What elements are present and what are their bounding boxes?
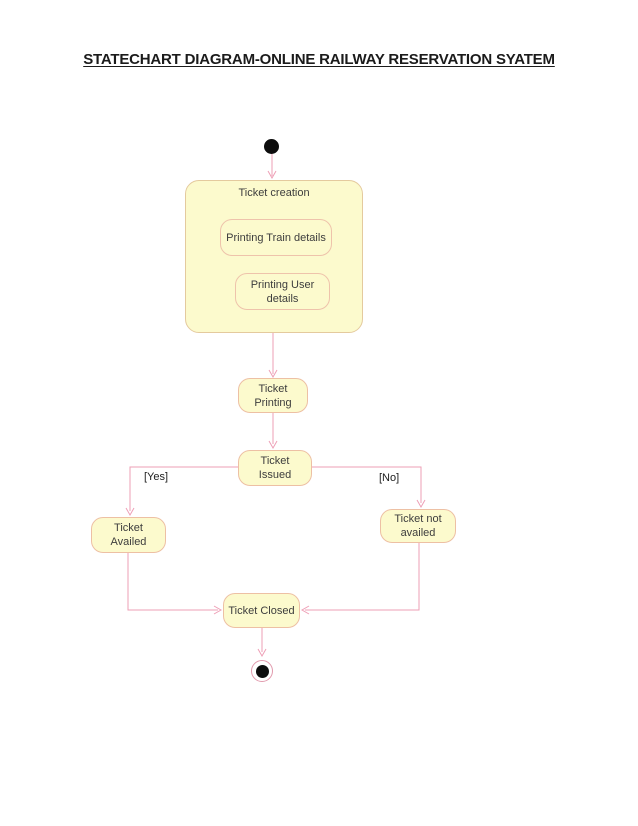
transition-not-availed-to-closed: [300, 543, 420, 615]
state-ticket-printing: Ticket Printing: [238, 378, 308, 413]
state-ticket-issued: Ticket Issued: [238, 450, 312, 486]
page-title: STATECHART DIAGRAM-ONLINE RAILWAY RESERV…: [83, 51, 555, 68]
state-ticket-creation: Ticket creation Printing Train details P…: [185, 180, 363, 333]
transition-issued-to-availed: [125, 466, 238, 517]
state-ticket-closed: Ticket Closed: [223, 593, 300, 628]
state-label: Ticket Issued: [258, 455, 292, 481]
transition-availed-to-closed: [127, 553, 223, 615]
transition-printing-to-issued: [268, 413, 278, 450]
transition-creation-to-printing: [268, 333, 278, 379]
transition-issued-to-not-availed: [312, 466, 426, 509]
state-printing-user-details: Printing User details: [235, 273, 330, 310]
state-label: Printing User details: [250, 278, 315, 305]
state-label: Ticket Printing: [254, 382, 292, 409]
state-printing-train-details: Printing Train details: [220, 219, 332, 256]
guard-label-no: [No]: [379, 472, 400, 484]
state-label: Ticket creation: [238, 187, 310, 199]
state-label: Ticket not availed: [394, 513, 442, 539]
state-ticket-not-availed: Ticket not availed: [380, 509, 456, 543]
transition-closed-to-final: [257, 628, 267, 658]
state-label: Ticket Closed: [228, 604, 295, 617]
state-ticket-availed: Ticket Availed: [91, 517, 166, 553]
state-label: Printing Train details: [226, 231, 326, 244]
final-state-inner-dot: [255, 664, 269, 678]
state-label: Ticket Availed: [110, 522, 147, 548]
guard-label-yes: [Yes]: [144, 471, 169, 483]
initial-state-icon: [264, 139, 279, 154]
transition-initial-to-creation: [267, 154, 277, 180]
final-state-icon: [251, 660, 273, 682]
